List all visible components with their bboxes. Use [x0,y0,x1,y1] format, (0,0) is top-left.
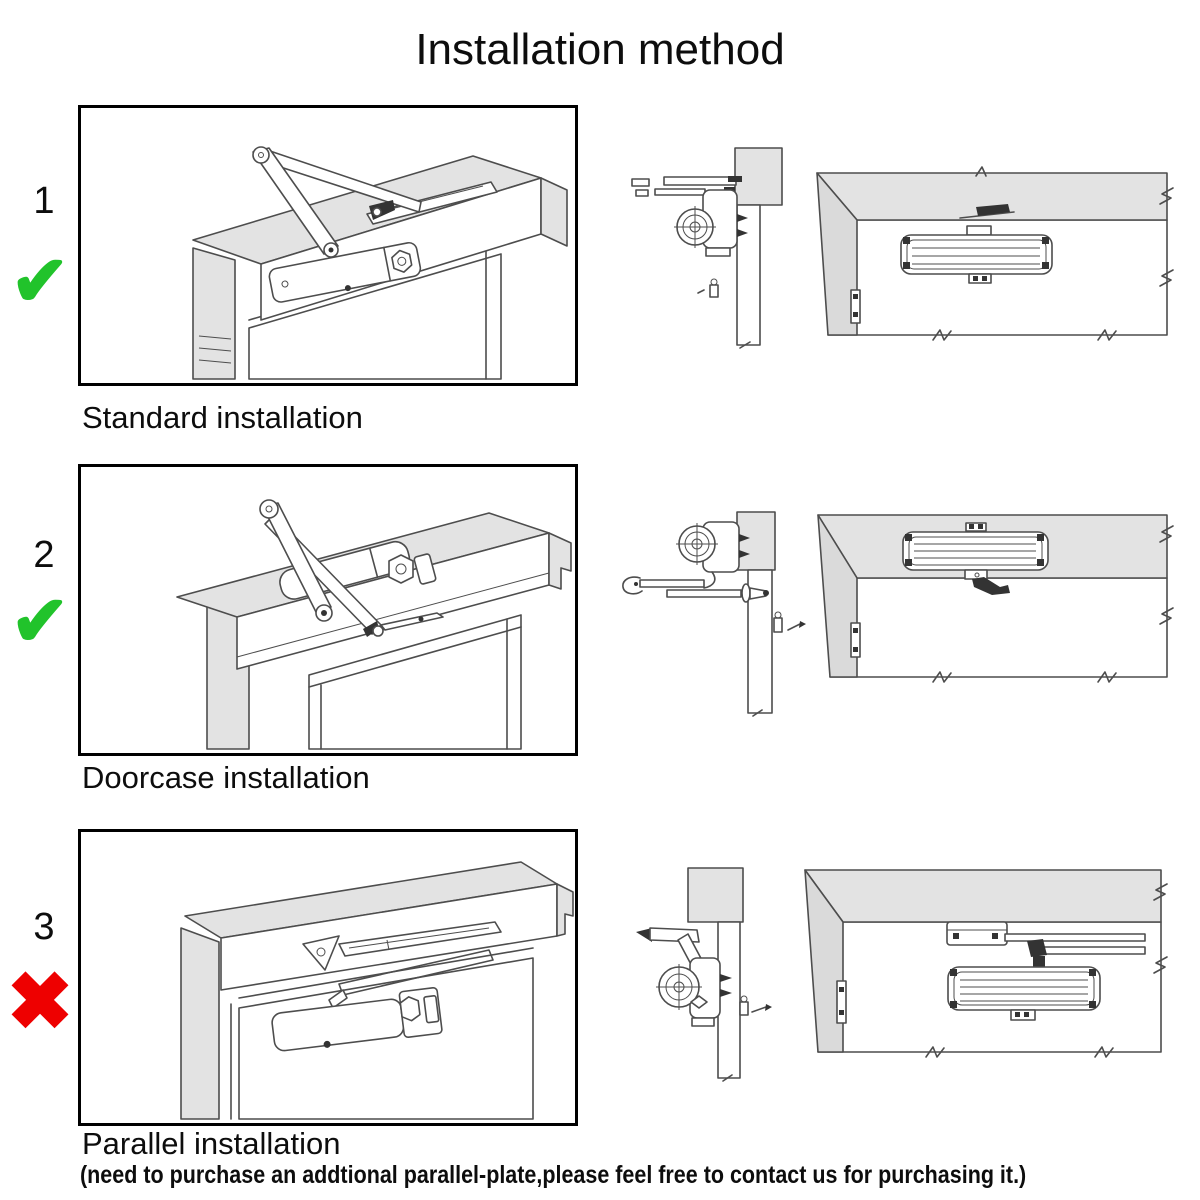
parallel-arm [302,921,502,1009]
door-closer-body [271,998,405,1052]
parallel-installation-label: Parallel installation [82,1126,341,1161]
step-number-3: 3 [33,906,55,948]
x-mark-icon: ✖ [6,957,74,1046]
page-title: Installation method [415,25,785,74]
doorcase-side-view-drawing [622,511,806,717]
parallel-top-view-drawing [804,869,1168,1058]
standard-installation-label: Standard installation [82,400,363,435]
checkmark-icon: ✔ [10,582,70,660]
doorcase-installation-box [78,464,578,756]
doorcase-installation-label: Doorcase installation [82,760,370,795]
closer-arm [252,146,422,258]
checkmark-icon: ✔ [10,242,70,320]
door-closer-body [268,241,422,303]
doorcase-installation-perspective-drawing [176,499,572,750]
standard-top-view-drawing [816,166,1174,341]
parallel-side-view-drawing [636,867,772,1082]
arm-slide-bracket [366,181,498,225]
closer-end-cap [398,987,443,1038]
closer-arm [259,499,444,637]
parallel-installation-perspective-drawing [180,861,574,1120]
parallel-installation-box [78,829,578,1126]
parallel-plate-note: (need to purchase an addtional parallel-… [80,1161,1027,1189]
step-number-1: 1 [33,180,55,222]
standard-side-view-drawing [631,147,783,349]
standard-installation-box [78,105,578,386]
doorcase-top-view-drawing [817,514,1174,683]
standard-installation-perspective-drawing [192,146,568,380]
step-number-2: 2 [33,534,55,576]
